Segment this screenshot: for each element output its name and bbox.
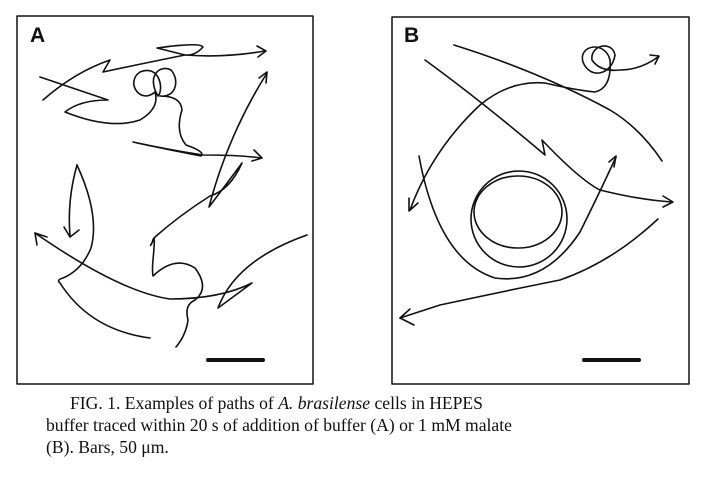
panel-label-b: B bbox=[404, 24, 420, 47]
panel-b bbox=[391, 16, 690, 385]
figure-caption: FIG. 1. Examples of paths of A. brasilen… bbox=[46, 392, 686, 458]
caption-line-2: buffer traced within 20 s of addition of… bbox=[46, 415, 512, 435]
cell-path bbox=[409, 45, 659, 211]
cell-path bbox=[399, 218, 659, 319]
panel-b-frame bbox=[391, 16, 690, 385]
cell-path bbox=[149, 72, 268, 348]
panel-label-a: A bbox=[30, 24, 46, 47]
arrowhead bbox=[256, 45, 267, 58]
caption-text: cells in HEPES bbox=[374, 393, 483, 413]
cell-path bbox=[39, 67, 262, 159]
arrowhead bbox=[251, 149, 263, 162]
arrowhead bbox=[399, 308, 415, 326]
cell-path bbox=[473, 175, 563, 249]
arrowhead bbox=[63, 226, 80, 238]
cell-path bbox=[57, 164, 151, 339]
arrowhead bbox=[408, 197, 419, 212]
cell-path bbox=[424, 59, 673, 203]
caption-text: Examples of paths of bbox=[124, 393, 274, 413]
figure-label: FIG. 1. bbox=[70, 393, 121, 413]
arrowhead bbox=[258, 71, 268, 84]
caption-line-1: FIG. 1. Examples of paths of A. brasilen… bbox=[46, 392, 686, 414]
caption-line-3: (B). Bars, 50 μm. bbox=[46, 437, 169, 457]
arrowhead bbox=[608, 155, 617, 168]
cell-path bbox=[470, 170, 568, 268]
panel-a-frame bbox=[16, 15, 314, 385]
arrowhead bbox=[662, 195, 674, 208]
cell-path bbox=[68, 164, 78, 237]
panel-a bbox=[16, 15, 314, 385]
cell-path bbox=[418, 155, 617, 280]
cell-path bbox=[34, 232, 308, 309]
cell-path bbox=[453, 44, 663, 162]
arrowhead bbox=[649, 54, 660, 65]
species-name: A. brasilense bbox=[278, 393, 371, 413]
arrowhead bbox=[34, 232, 48, 246]
cell-path bbox=[42, 43, 266, 101]
